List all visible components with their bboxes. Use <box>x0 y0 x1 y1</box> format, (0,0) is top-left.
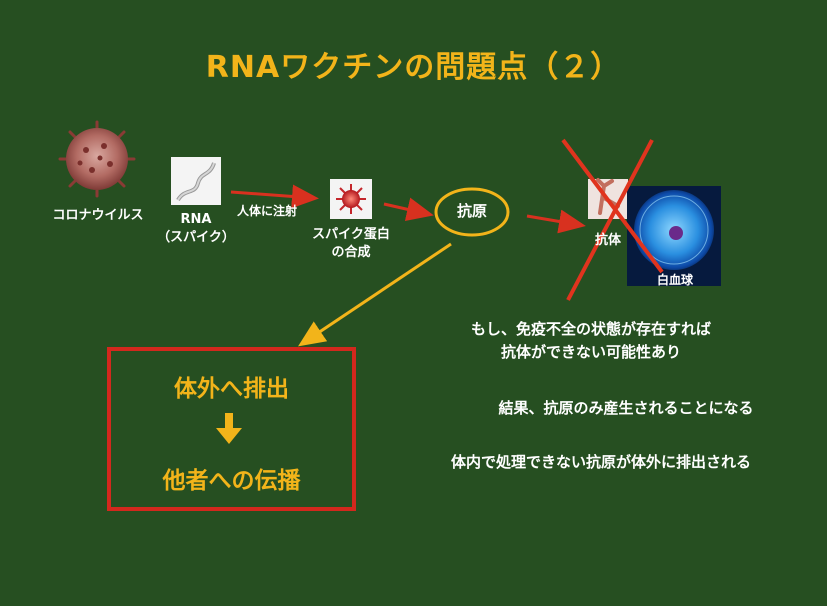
note-antigen-only: 結果、抗原のみ産生されることになる <box>498 399 754 417</box>
down-arrow-icon <box>216 413 242 444</box>
injection-label: 人体に注射 <box>236 204 297 218</box>
excretion-text: 体外へ排出 <box>174 376 289 402</box>
outcome-line1-wrap: 体外へ排出 <box>109 369 354 403</box>
antigen-label: 抗原 <box>456 202 487 220</box>
antigen-ellipse <box>434 187 510 237</box>
white-blood-cell-icon <box>627 186 721 286</box>
page-title: RNAワクチンの問題点（２） <box>205 50 622 85</box>
coronavirus-icon <box>58 120 136 198</box>
rna-label: RNA <box>180 212 212 227</box>
spike-protein-sublabel: の合成 <box>331 245 371 260</box>
transmission-text: 他者への伝播 <box>162 468 301 494</box>
outcome-box <box>107 347 356 511</box>
spike-protein-label: スパイク蛋白 <box>312 227 390 242</box>
spike-protein-icon <box>330 179 372 219</box>
synthesis-arrow <box>383 197 434 222</box>
rna-sublabel: （スパイク） <box>157 230 235 245</box>
antibody-label: 抗体 <box>594 233 621 248</box>
cross-out-mark <box>561 138 664 301</box>
coronavirus-label: コロナウイルス <box>52 208 144 223</box>
note-immunodeficiency: もし、免疫不全の状態が存在すれば <box>470 320 711 338</box>
note-no-antibody: 抗体ができない可能性あり <box>500 343 681 361</box>
injection-arrow <box>230 184 319 209</box>
note-excretion: 体内で処理できない抗原が体外に排出される <box>450 453 751 471</box>
antibody-arrow <box>526 209 586 234</box>
excretion-arrow <box>298 242 452 347</box>
rna-strand-icon <box>171 157 221 205</box>
outcome-line2-wrap: 他者への伝播 <box>109 461 354 495</box>
white-blood-cell-label: 白血球 <box>656 273 693 287</box>
